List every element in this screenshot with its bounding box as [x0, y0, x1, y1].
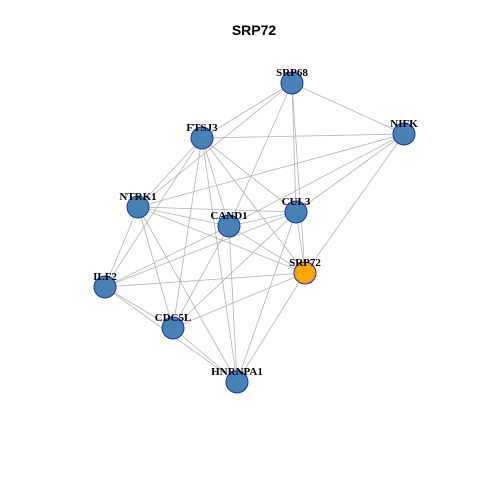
edge-cul3-cdc5l: [172, 211, 297, 329]
node-label-ilf2: ILF2: [93, 271, 117, 283]
edge-cdc5l-hnrnpa1: [172, 327, 238, 383]
edge-cand1-ilf2: [104, 225, 230, 288]
edge-ftsj3-nifk: [201, 133, 405, 139]
node-label-cul3: CUL3: [282, 196, 311, 208]
edge-nifk-ntrk1: [137, 133, 405, 208]
edge-cand1-hnrnpa1: [228, 225, 238, 383]
edge-ntrk1-hnrnpa1: [137, 206, 238, 383]
node-label-ftsj3: FTSJ3: [186, 122, 218, 134]
edge-ilf2-cdc5l: [104, 286, 174, 329]
node-srp72[interactable]: [293, 261, 317, 285]
node-label-srp72: SRP72: [289, 257, 321, 269]
edge-nifk-cul3: [295, 133, 405, 213]
edge-srp72-ilf2: [104, 272, 306, 288]
node-cdc5l[interactable]: [161, 316, 185, 340]
node-ftsj3[interactable]: [190, 126, 214, 150]
edge-ftsj3-cul3: [201, 137, 297, 213]
edge-srp68-ntrk1: [137, 82, 293, 208]
edge-ftsj3-hnrnpa1: [201, 137, 238, 383]
node-label-cdc5l: CDC5L: [155, 312, 192, 324]
edge-cul3-hnrnpa1: [236, 211, 297, 383]
diagram-title: SRP72: [232, 22, 277, 38]
node-hnrnpa1[interactable]: [225, 370, 249, 394]
edge-cand1-cdc5l: [172, 225, 230, 329]
edge-srp68-cul3: [291, 82, 297, 213]
edge-layer: [104, 82, 405, 383]
node-cul3[interactable]: [284, 200, 308, 224]
edge-cand1-srp72: [228, 225, 306, 274]
edge-ntrk1-ilf2: [104, 206, 139, 288]
node-label-hnrnpa1: HNRNPA1: [211, 366, 263, 378]
edge-srp68-cand1: [228, 82, 293, 227]
edge-ftsj3-cand1: [201, 137, 230, 227]
edge-nifk-srp72: [304, 133, 405, 274]
node-label-nifk: NIFK: [390, 118, 418, 130]
node-ntrk1[interactable]: [126, 195, 150, 219]
edge-ntrk1-cand1: [137, 206, 230, 227]
edge-srp72-hnrnpa1: [236, 272, 306, 383]
edge-ftsj3-srp72: [201, 137, 306, 274]
node-label-srp68: SRP68: [276, 67, 308, 79]
node-ilf2[interactable]: [93, 275, 117, 299]
edge-ftsj3-ntrk1: [137, 137, 203, 208]
edge-srp72-cdc5l: [172, 272, 306, 329]
node-cand1[interactable]: [217, 214, 241, 238]
edge-srp68-nifk: [291, 82, 405, 135]
edge-ftsj3-cdc5l: [172, 137, 203, 329]
edge-srp68-srp72: [291, 82, 306, 274]
node-srp68[interactable]: [280, 71, 304, 95]
edge-cul3-ilf2: [104, 211, 297, 288]
node-label-cand1: CAND1: [210, 210, 247, 222]
node-layer: [93, 71, 416, 394]
node-label-ntrk1: NTRK1: [119, 191, 156, 203]
node-nifk[interactable]: [392, 122, 416, 146]
edge-ftsj3-ilf2: [104, 137, 203, 288]
edge-srp68-ftsj3: [201, 82, 293, 139]
edge-ntrk1-cul3: [137, 206, 297, 213]
